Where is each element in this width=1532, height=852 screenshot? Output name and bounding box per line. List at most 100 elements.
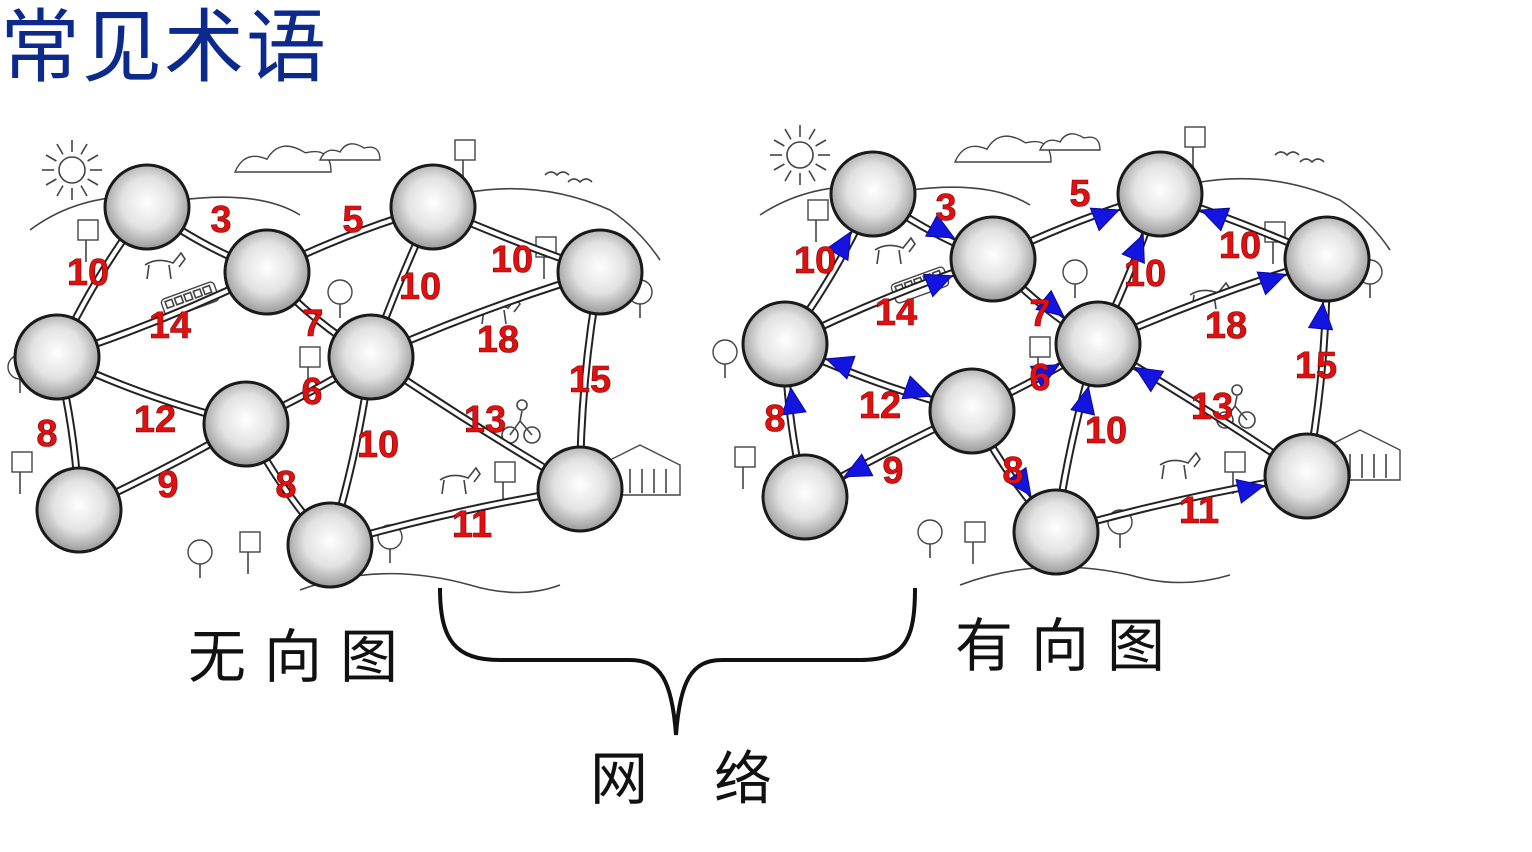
caption-network: 网络 <box>590 745 839 813</box>
edge-weight-label: 12 <box>134 399 176 441</box>
bird-icon <box>1299 158 1325 164</box>
sun-icon <box>770 125 830 185</box>
edge-weight-label: 15 <box>1295 345 1337 387</box>
edge-weight-label: 18 <box>477 319 519 361</box>
edge-weight-label: 8 <box>275 464 296 506</box>
graph-node <box>556 228 644 316</box>
edge-weight-label: 10 <box>1124 253 1166 295</box>
cloud-icon <box>1038 133 1101 151</box>
edge-weight-label: 6 <box>1029 357 1050 399</box>
node-layer <box>13 163 644 589</box>
edge-weight-label: 13 <box>464 399 506 441</box>
horse-icon <box>874 236 916 265</box>
horse-icon <box>439 466 481 495</box>
edge-weight-label: 10 <box>794 240 836 282</box>
signpost-icon <box>299 346 321 389</box>
graph-node <box>327 313 415 401</box>
tree-icon <box>712 339 738 378</box>
arrow-head <box>1235 478 1266 504</box>
horse-icon <box>144 251 186 280</box>
edge-weight-label: 6 <box>301 371 322 413</box>
node-layer <box>741 150 1371 576</box>
graph-node <box>741 300 829 388</box>
arrow-head <box>922 273 954 298</box>
edge-weight-label: 14 <box>149 305 191 347</box>
cyclist-icon <box>501 399 541 444</box>
edge-weight-label: 7 <box>1029 293 1050 335</box>
page-title: 常见术语 <box>0 1 328 94</box>
edge-weight-label: 9 <box>157 464 178 506</box>
edge-weight-label: 11 <box>452 504 492 546</box>
graph-node <box>223 228 311 316</box>
graph-node <box>103 163 191 251</box>
graph-node <box>1116 150 1204 238</box>
arrow-head <box>1134 366 1165 393</box>
graph-node <box>35 466 123 554</box>
graph-node <box>202 380 290 468</box>
edge-weight-label: 10 <box>357 424 399 466</box>
edge-weight-label: 5 <box>1069 173 1090 215</box>
arrow-head <box>1121 233 1145 265</box>
edge-weight-label: 18 <box>1205 305 1247 347</box>
edge-weight-label: 7 <box>302 303 323 345</box>
graph-node <box>286 501 374 589</box>
graph-node <box>949 215 1037 303</box>
edge-weight-label: 3 <box>210 199 231 241</box>
arrow-head <box>1005 466 1032 497</box>
caption-undirected-graph: 无向图 <box>188 623 417 691</box>
signpost-icon <box>1184 126 1206 169</box>
edge-weight-label: 5 <box>342 199 363 241</box>
cloud-icon <box>233 145 332 173</box>
edge-weight-label: 10 <box>1085 410 1127 452</box>
arrow-head <box>781 386 807 416</box>
edge-weight-label: 8 <box>1002 450 1023 492</box>
edge-weight-label: 10 <box>491 239 533 281</box>
graph-node <box>1012 488 1100 576</box>
bird-icon <box>1274 151 1300 157</box>
signpost-icon <box>964 521 986 564</box>
arrow-head <box>901 375 932 400</box>
arrow-head <box>1307 301 1334 331</box>
arrow-head <box>825 355 856 380</box>
arrow-head <box>924 214 956 239</box>
arrow-head <box>826 230 852 262</box>
graph-node <box>1283 215 1371 303</box>
edge-weight-label: 14 <box>875 292 917 334</box>
graph-node <box>928 367 1016 455</box>
edge-weight-label: 10 <box>67 252 109 294</box>
edge-weight-label: 11 <box>1179 490 1219 532</box>
arrow-head <box>1029 364 1061 389</box>
graph-node <box>829 150 917 238</box>
signpost-icon <box>11 451 33 494</box>
edge-weight-label: 10 <box>1219 225 1261 267</box>
sun-icon <box>42 140 102 200</box>
arrow-head <box>1070 385 1096 416</box>
signpost-icon <box>454 139 476 182</box>
signpost-icon <box>807 199 829 242</box>
tree-icon <box>1062 259 1088 298</box>
edge-weight-label: 10 <box>399 266 441 308</box>
edge-weight-label: 12 <box>859 385 901 427</box>
signpost-icon <box>734 446 756 489</box>
horse-icon <box>1159 451 1201 480</box>
graph-node <box>1054 300 1142 388</box>
tree-icon <box>327 279 353 318</box>
arrow-head <box>1199 207 1231 232</box>
tree-icon <box>917 519 943 558</box>
bird-icon <box>544 171 570 177</box>
cloud-icon <box>318 143 381 161</box>
signpost-icon <box>239 531 261 574</box>
edge-weight-label: 8 <box>764 398 785 440</box>
edge-weight-label: 3 <box>935 187 956 229</box>
graph-node <box>761 453 849 541</box>
arrow-head <box>1035 289 1065 318</box>
signpost-icon <box>494 461 516 504</box>
graph-node <box>389 163 477 251</box>
edge-weight-label: 9 <box>882 450 903 492</box>
cloud-icon <box>953 135 1052 163</box>
arrow-head <box>843 453 874 478</box>
